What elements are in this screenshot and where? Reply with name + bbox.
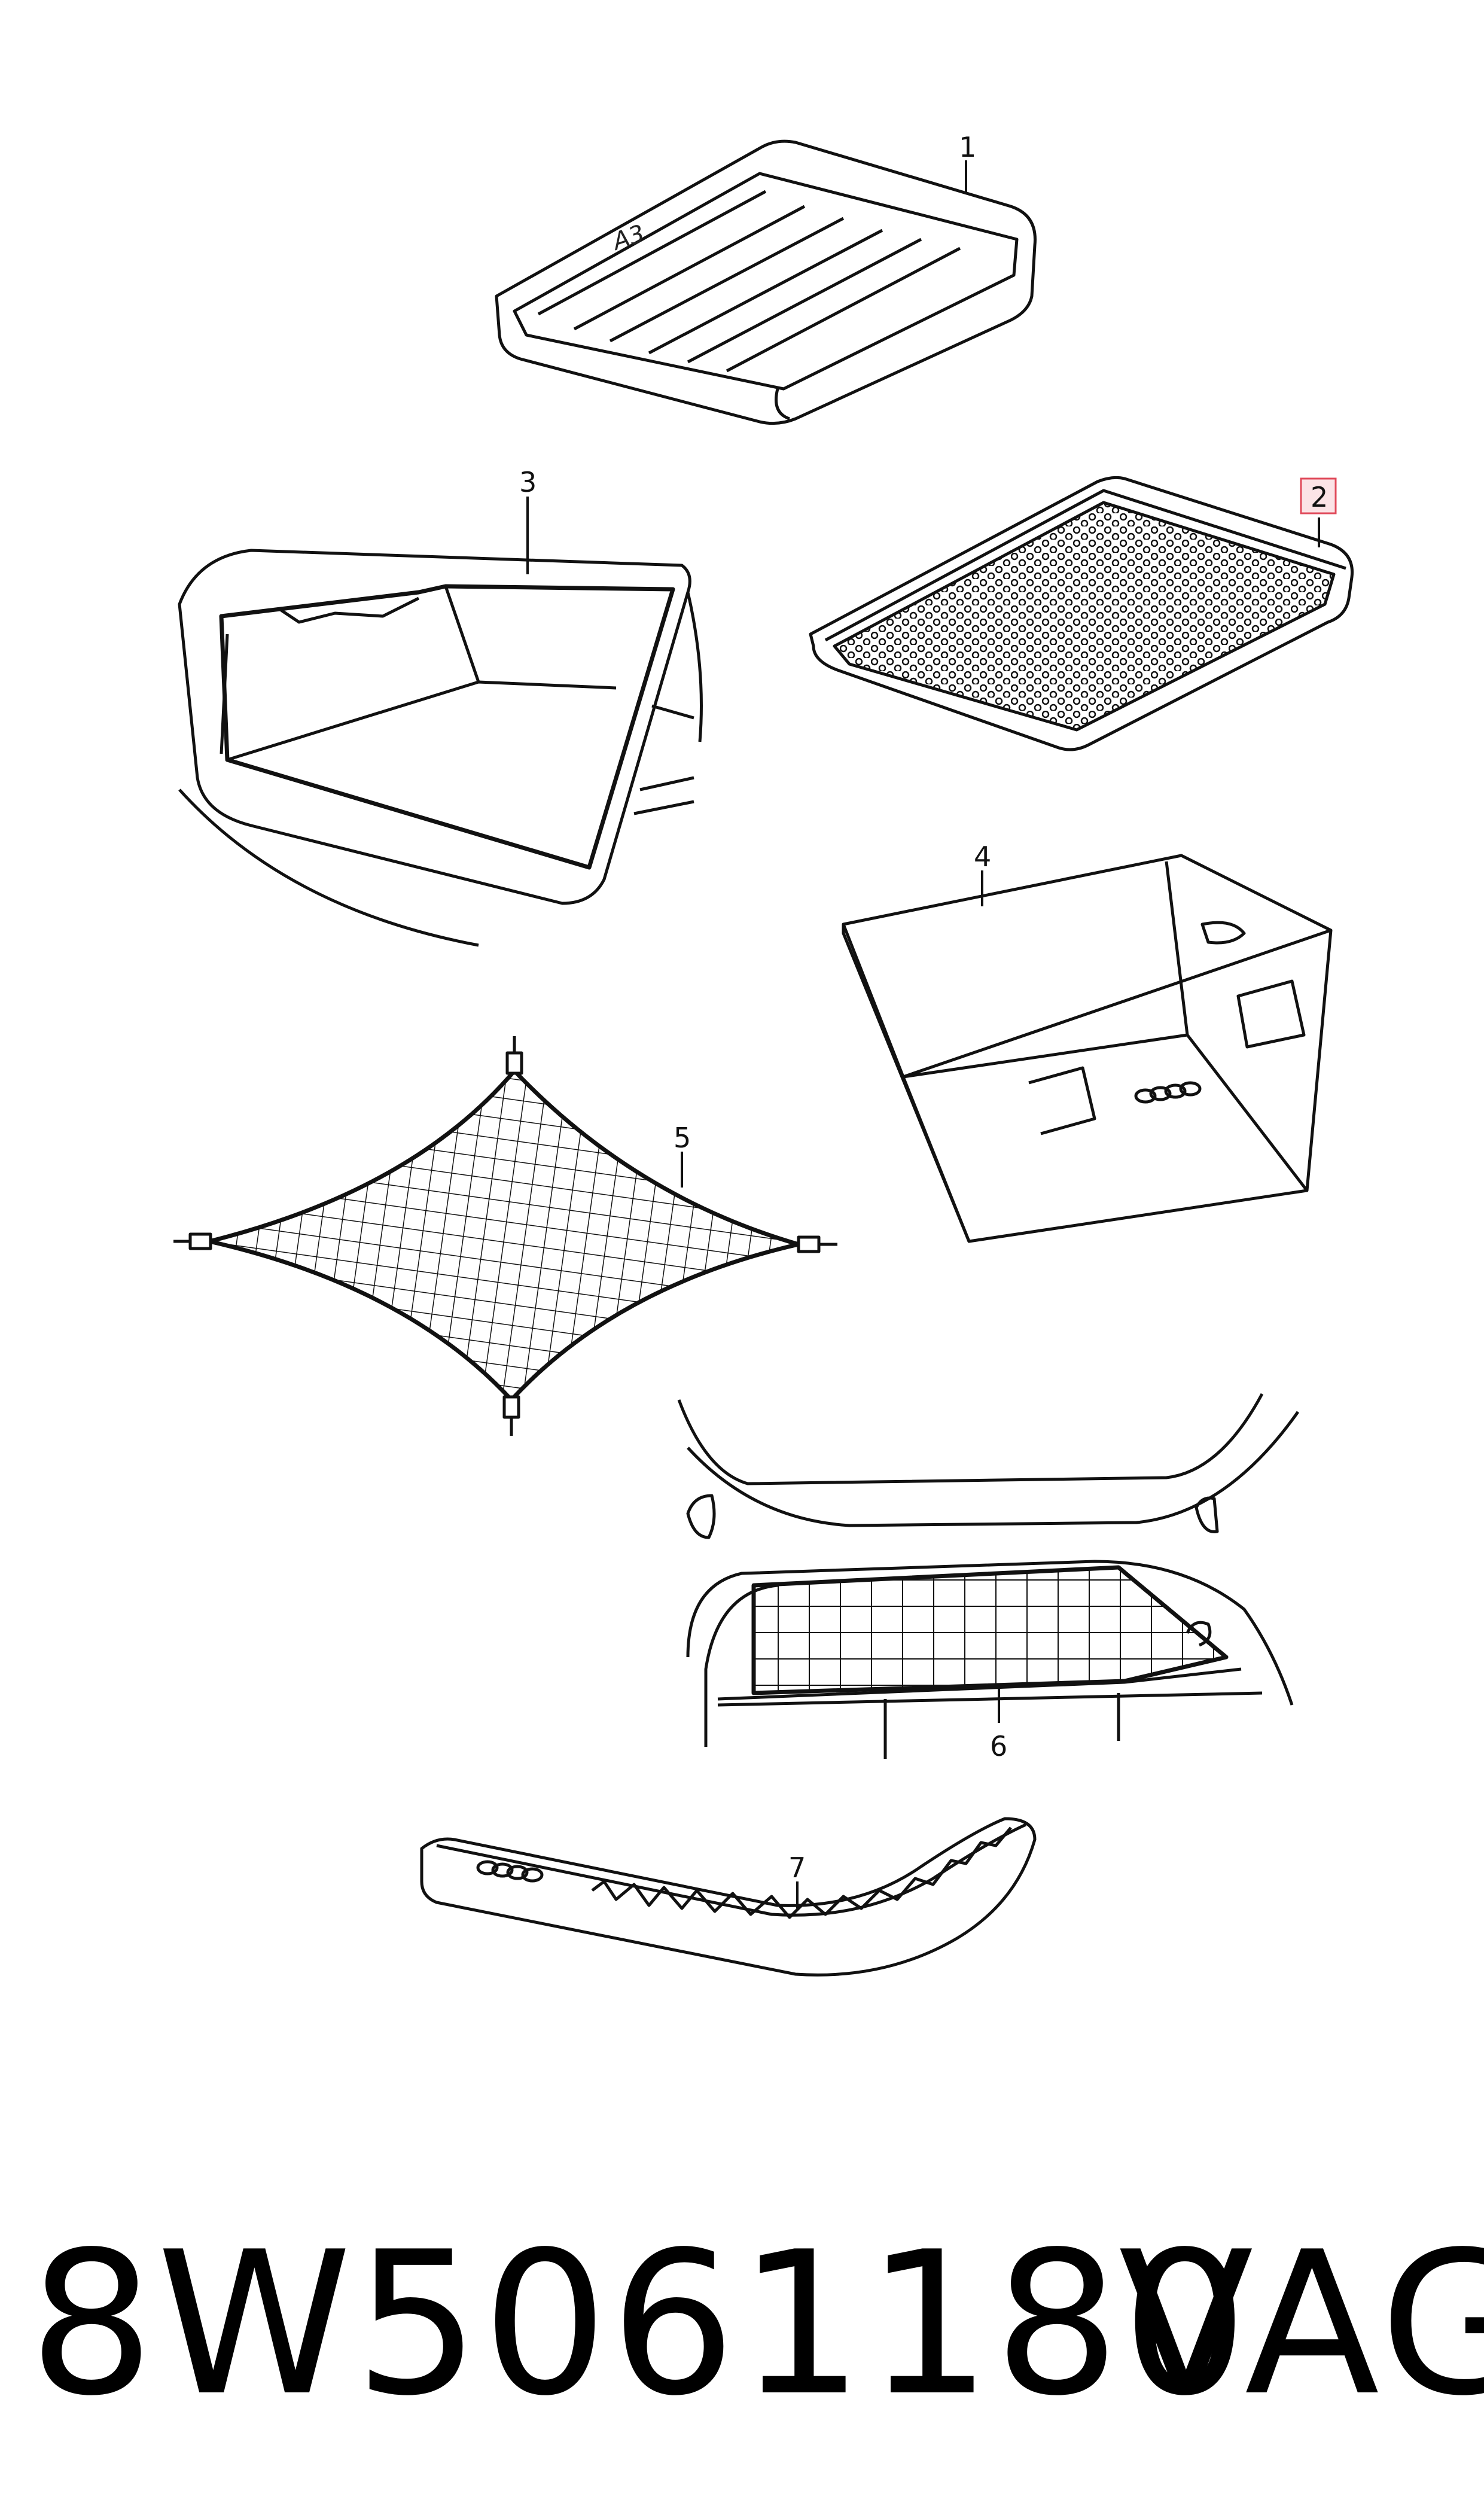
callout-2: 2 (1300, 477, 1337, 547)
callout-4-label: 4 (974, 841, 991, 873)
part-3-trunk-liner (178, 549, 703, 947)
net-hook-left (188, 1232, 212, 1250)
callout-2-label: 2 (1311, 481, 1328, 513)
parts-diagram: A3 1 3 2 (173, 131, 1354, 1977)
callout-2-highlight-box (1300, 477, 1337, 514)
callout-4: 4 (974, 841, 991, 906)
callout-1-label: 1 (959, 131, 976, 163)
net-hook-bottom (502, 1395, 520, 1419)
part-5-cargo-net (173, 1036, 837, 1436)
callout-1: 1 (959, 131, 976, 194)
callout-3-label: 3 (519, 466, 537, 498)
callout-5-label: 5 (674, 1122, 691, 1154)
part-number: 8W5061180 (29, 2209, 1250, 2439)
part-4-storage-box (842, 854, 1333, 1243)
net-hook-right (797, 1235, 821, 1253)
part-6-partition-grille (677, 1393, 1300, 1759)
part-7-sill-protector (420, 1817, 1037, 1977)
callout-6-label: 6 (990, 1730, 1007, 1762)
callout-5: 5 (674, 1122, 691, 1188)
callout-6: 6 (990, 1687, 1007, 1762)
brand-name: VAG (1119, 2209, 1484, 2439)
part-1-trunk-mat: A3 (495, 139, 1037, 425)
callout-3: 3 (519, 466, 537, 574)
net-hook-top (505, 1051, 523, 1075)
callout-7: 7 (788, 1852, 806, 1908)
callout-7-label: 7 (788, 1852, 806, 1884)
part-2-honeycomb-mat (809, 476, 1354, 751)
